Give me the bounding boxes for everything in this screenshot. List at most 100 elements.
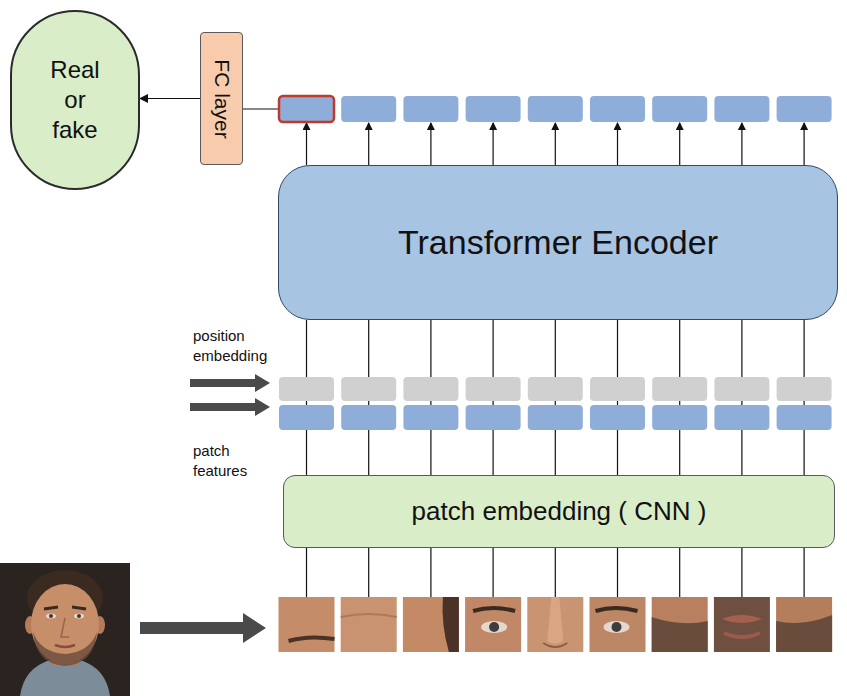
patch-wrinkle — [341, 614, 397, 617]
image-patches — [279, 597, 833, 652]
image-patch — [714, 597, 770, 652]
output-terminal: Real or fake — [10, 10, 140, 190]
image-patch — [465, 597, 521, 652]
photo-background — [0, 563, 130, 696]
output-tokens — [279, 96, 832, 122]
output-arrow — [555, 123, 556, 165]
patch-iris — [489, 622, 499, 632]
patch-iris — [612, 622, 622, 632]
patch-nostril — [543, 643, 567, 647]
patch-line — [430, 548, 431, 597]
cls-token — [279, 96, 334, 122]
output-token — [528, 96, 583, 122]
feature-token — [403, 405, 458, 430]
iris — [77, 614, 81, 618]
output-arrow — [679, 123, 680, 165]
patch-line — [617, 548, 618, 597]
image-patch — [403, 597, 459, 652]
block-arrow — [140, 613, 266, 643]
position-token — [652, 377, 707, 401]
patch-nose — [547, 597, 563, 644]
patch-brow — [473, 608, 515, 611]
patch-beard — [776, 615, 832, 652]
position-token — [777, 377, 832, 401]
image-patch — [652, 597, 708, 652]
position-tokens — [279, 377, 832, 401]
encoder-output-arrows — [307, 123, 805, 165]
brow — [72, 607, 86, 609]
patch-skin — [279, 597, 335, 652]
patch-eye — [481, 621, 507, 633]
fc-layer-box: FC layer — [200, 32, 243, 165]
eye — [46, 614, 56, 619]
output-token — [341, 96, 396, 122]
output-arrow — [617, 123, 618, 165]
feature-token — [341, 405, 396, 430]
feature-token — [714, 405, 769, 430]
feature-token — [777, 405, 832, 430]
image-patch — [527, 597, 583, 652]
patch-brow — [289, 637, 335, 641]
feature-token — [528, 405, 583, 430]
patch-hair — [443, 597, 459, 652]
flow-arrow — [140, 98, 200, 99]
image-patch — [590, 597, 646, 652]
patch-skin — [527, 597, 583, 652]
position-token — [528, 377, 583, 401]
patch-beard — [714, 597, 770, 652]
patch-skin — [341, 597, 397, 652]
token-lines — [307, 320, 805, 597]
patch-line — [679, 548, 680, 597]
output-arrow — [306, 123, 307, 165]
patch-lips — [724, 633, 760, 637]
node-label: Real or fake — [40, 55, 110, 145]
position-token — [714, 377, 769, 401]
encoder-box: Transformer Encoder — [278, 165, 838, 320]
feature-token — [279, 405, 334, 430]
patch-line — [555, 548, 556, 597]
block-arrow — [190, 398, 270, 416]
patch-line — [368, 548, 369, 597]
position-token — [466, 377, 521, 401]
position-token — [403, 377, 458, 401]
feature-token — [652, 405, 707, 430]
patch-line — [741, 548, 742, 597]
patch-skin — [590, 597, 646, 652]
annotation-label: position embedding — [193, 326, 277, 365]
patch-skin — [652, 597, 708, 652]
output-token — [777, 96, 832, 122]
output-token — [466, 96, 521, 122]
feature-tokens — [279, 405, 832, 430]
nose — [61, 618, 69, 637]
patch-line — [803, 548, 804, 597]
annotation-label: patch features — [193, 441, 265, 480]
position-token — [279, 377, 334, 401]
eye — [74, 614, 84, 619]
patch-brow — [596, 608, 638, 611]
image-patch — [776, 597, 832, 652]
output-arrow — [368, 123, 369, 165]
output-token — [403, 96, 458, 122]
feature-token — [466, 405, 521, 430]
patch-skin — [776, 597, 832, 652]
patch-lips — [722, 615, 762, 623]
output-token — [652, 96, 707, 122]
patch-embedding-box: patch embedding ( CNN ) — [283, 475, 835, 548]
node-label: FC layer — [208, 59, 234, 138]
position-token — [590, 377, 645, 401]
feature-token — [590, 405, 645, 430]
patch-line — [493, 548, 494, 597]
face-photo — [0, 563, 130, 696]
output-arrow — [741, 123, 742, 165]
block-arrow — [190, 374, 270, 392]
patch-line — [306, 548, 307, 597]
output-arrow — [430, 123, 431, 165]
mouth — [55, 645, 75, 647]
patch-beard — [652, 617, 708, 652]
iris — [49, 614, 53, 618]
image-patch — [279, 597, 335, 652]
output-arrow — [803, 123, 804, 165]
node-label: patch embedding ( CNN ) — [412, 495, 707, 528]
node-label: Transformer Encoder — [398, 221, 718, 264]
